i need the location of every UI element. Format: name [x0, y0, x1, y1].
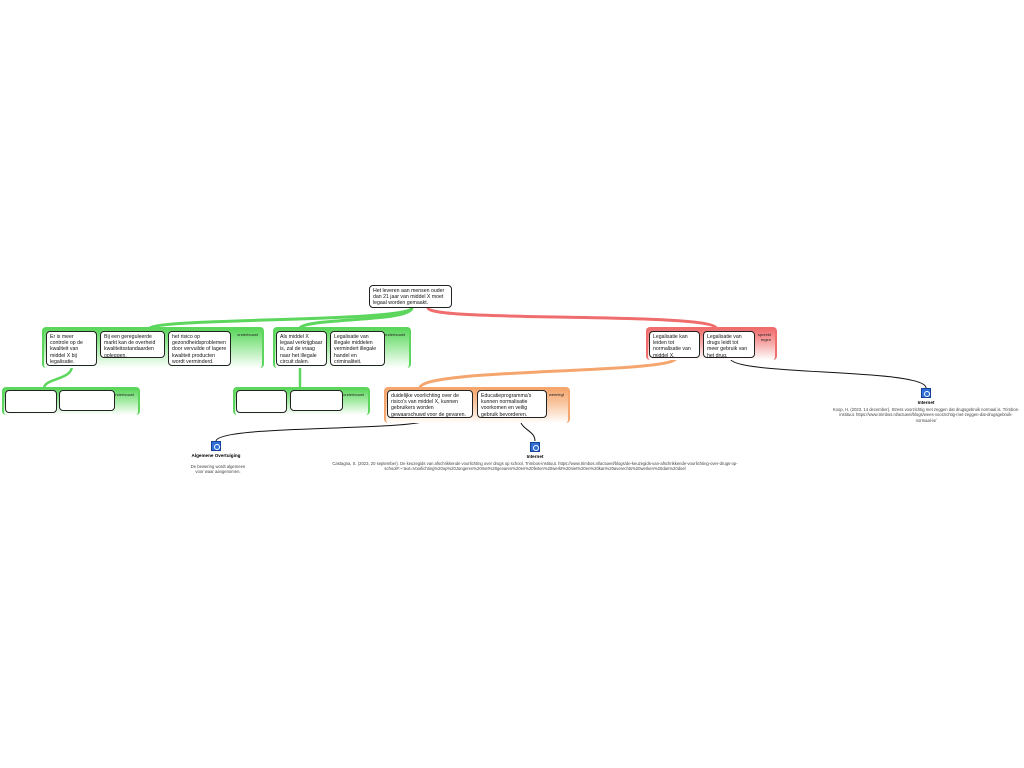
basis-type: Internet	[917, 400, 935, 405]
basis-type: Algemene Overtuiging	[191, 453, 241, 458]
group-label: onderbouwt	[237, 332, 258, 337]
premise-box[interactable]: Er is meer controle op de kwaliteit van …	[46, 331, 97, 366]
premise-box[interactable]: duidelijke voorlichting over de risico's…	[387, 390, 473, 418]
premise-box[interactable]: Bij een gereguleerde markt kan de overhe…	[100, 331, 165, 359]
premise-box[interactable]: het risico op gezondheidsproblemen door …	[168, 331, 231, 366]
premise-box[interactable]: Als middel X legaal verkrijgbaar is, zal…	[276, 331, 327, 366]
group-label: weerlegt	[548, 392, 564, 397]
basis-text: De bewering wordt algemeen voor waar aan…	[190, 464, 246, 475]
premise-box[interactable]: Legalisatie van drugs leidt tot meer geb…	[703, 331, 755, 359]
empty-premise-box[interactable]	[5, 390, 57, 413]
basis-type: Internet	[526, 454, 544, 459]
basis-citation: Castagna, S. (2023, 20 september). De ke…	[332, 461, 738, 472]
group-label: spreekt tegen	[757, 332, 771, 342]
premise-box[interactable]: Legalisatie kan leiden tot normalisatie …	[649, 331, 700, 359]
group-label: onderbouwt	[384, 332, 405, 337]
premise-box[interactable]: Legalisatie van illegale middelen vermin…	[330, 331, 385, 366]
group-label: onderbouwt	[343, 392, 364, 397]
empty-premise-box[interactable]	[290, 390, 343, 411]
group-label: onderbouwt	[113, 392, 134, 397]
empty-premise-box[interactable]	[59, 390, 115, 411]
internet-icon[interactable]	[530, 442, 540, 452]
main-claim[interactable]: Het leveren aan mensen ouder dan 21 jaar…	[369, 285, 452, 308]
basis-citation: Koop, H. (2023, 14 december). Stress voo…	[832, 407, 1020, 423]
internet-icon[interactable]	[921, 388, 931, 398]
premise-box[interactable]: Educatieprogramma's kunnen normalisatie …	[477, 390, 547, 418]
empty-premise-box[interactable]	[236, 390, 287, 413]
common-belief-icon[interactable]	[211, 441, 221, 451]
